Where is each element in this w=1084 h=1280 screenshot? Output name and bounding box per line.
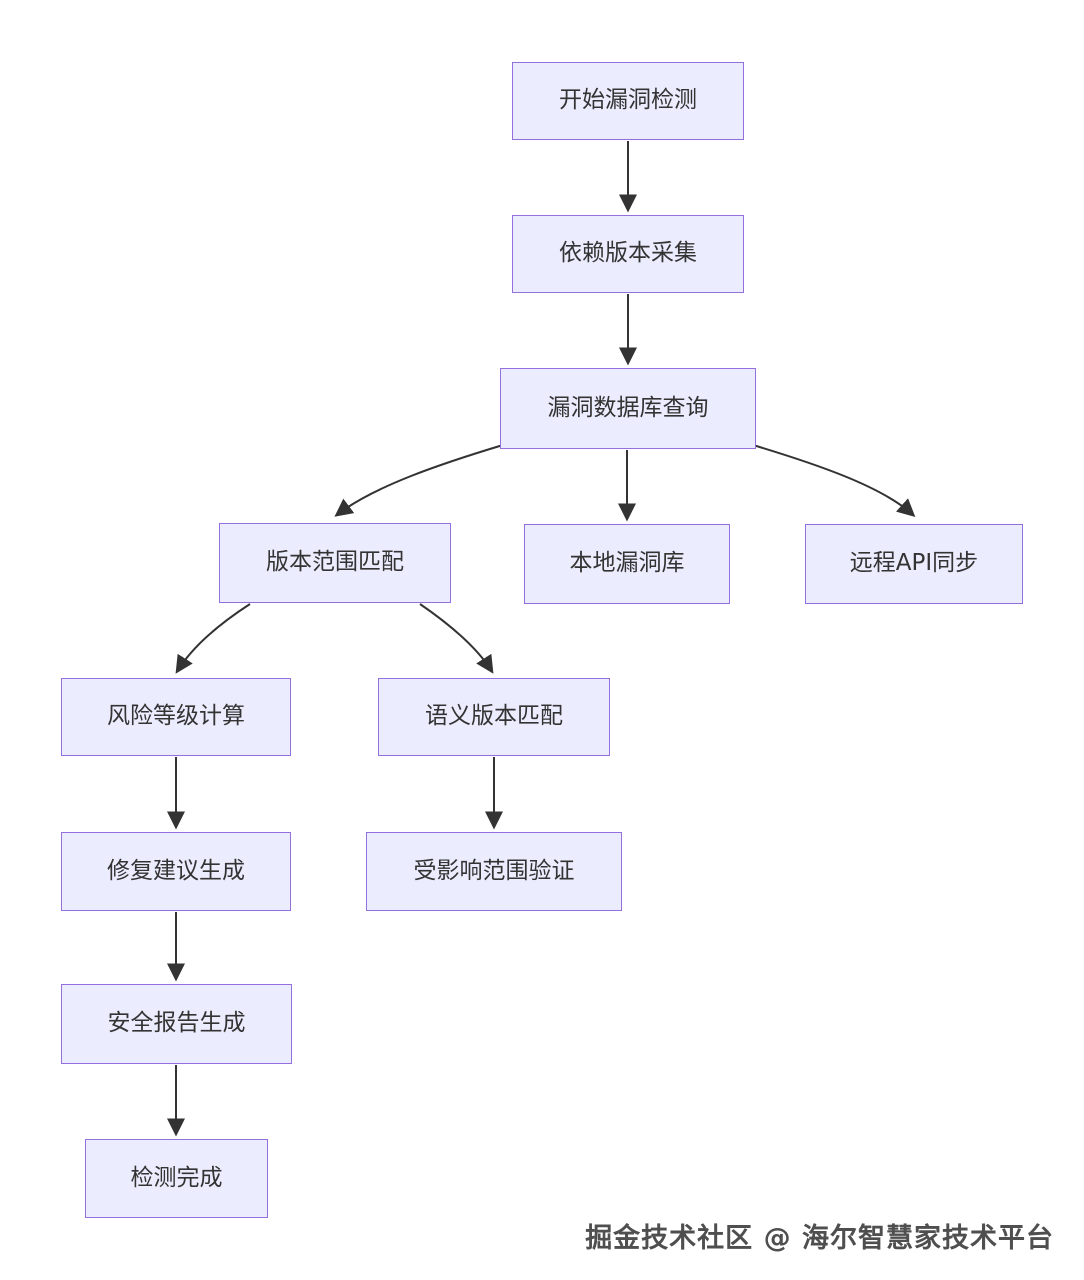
edge-range-semver — [419, 603, 494, 674]
node-collect-label: 依赖版本采集 — [559, 240, 697, 267]
node-query: 漏洞数据库查询 — [500, 368, 756, 449]
watermark: 掘金技术社区 @ 海尔智慧家技术平台 — [585, 1223, 1054, 1254]
node-done-label: 检测完成 — [130, 1164, 223, 1191]
node-risk-label: 风险等级计算 — [107, 703, 245, 730]
node-range: 版本范围匹配 — [219, 523, 451, 603]
node-semver: 语义版本匹配 — [378, 678, 610, 756]
node-localdb: 本地漏洞库 — [524, 524, 730, 604]
node-query-label: 漏洞数据库查询 — [547, 394, 709, 421]
node-scope-label: 受影响范围验证 — [413, 857, 575, 884]
edge-query-remote — [752, 444, 916, 518]
node-fix-label: 修复建议生成 — [107, 857, 245, 884]
node-collect: 依赖版本采集 — [512, 215, 744, 293]
node-remote-label: 远程API同步 — [849, 550, 979, 577]
node-done: 检测完成 — [85, 1139, 268, 1218]
node-start-label: 开始漏洞检测 — [559, 87, 697, 114]
node-localdb-label: 本地漏洞库 — [569, 550, 685, 577]
node-semver-label: 语义版本匹配 — [425, 703, 563, 730]
edge-range-risk — [175, 603, 251, 674]
node-scope: 受影响范围验证 — [366, 832, 622, 911]
node-report: 安全报告生成 — [61, 984, 292, 1064]
node-remote: 远程API同步 — [805, 524, 1023, 604]
edge-query-range — [334, 444, 504, 517]
node-range-label: 版本范围匹配 — [266, 549, 404, 576]
node-risk: 风险等级计算 — [61, 678, 291, 756]
node-fix: 修复建议生成 — [61, 832, 291, 911]
node-report-label: 安全报告生成 — [107, 1010, 246, 1037]
node-start: 开始漏洞检测 — [512, 62, 744, 140]
